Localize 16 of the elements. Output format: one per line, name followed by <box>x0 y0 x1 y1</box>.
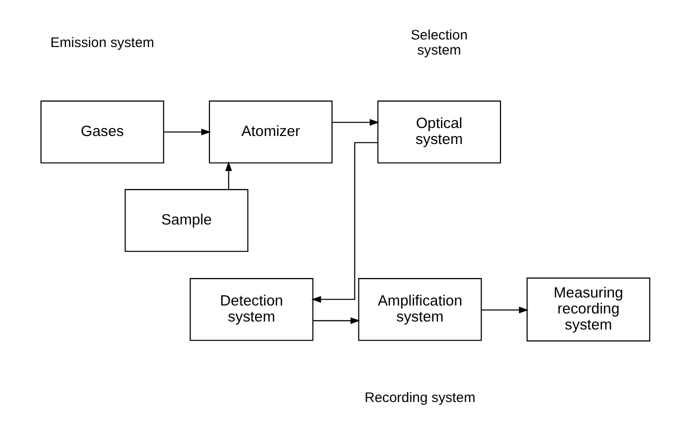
arrow <box>312 317 360 324</box>
label: Recording system <box>364 389 475 406</box>
arrow <box>310 142 378 303</box>
arrow <box>224 161 232 190</box>
node-box: Atomizer <box>208 100 332 164</box>
node-box: Detection system <box>189 278 313 341</box>
node-box: Sample <box>124 189 248 252</box>
arrow <box>332 119 379 126</box>
node-box: Optical system <box>376 100 501 164</box>
label: Selection system <box>410 26 468 58</box>
arrow <box>481 306 528 314</box>
label: Emission system <box>50 34 154 50</box>
node-box: Amplification system <box>358 278 482 341</box>
node-box: Gases <box>40 100 164 164</box>
node-box: Measuring recording system <box>526 278 650 342</box>
arrow <box>164 128 210 136</box>
